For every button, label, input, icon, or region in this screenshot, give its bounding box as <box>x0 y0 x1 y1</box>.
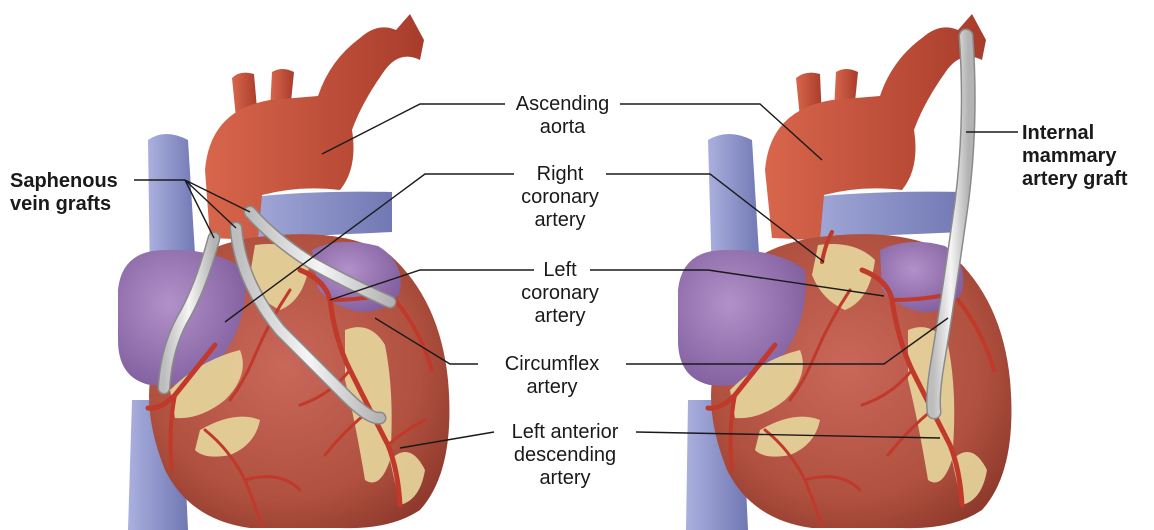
label-saphenous-vein-grafts: Saphenous vein grafts <box>10 170 135 216</box>
label-circumflex-artery: Circumflex artery <box>478 353 626 399</box>
label-internal-mammary-artery-graft: Internal mammary artery graft <box>1022 122 1150 191</box>
right-heart <box>678 14 1011 530</box>
label-left-coronary-artery: Left coronary artery <box>514 259 606 328</box>
left-heart <box>118 14 449 530</box>
label-right-coronary-artery: Right coronary artery <box>514 163 606 232</box>
label-left-anterior-descending-artery: Left anterior descending artery <box>494 421 636 490</box>
label-ascending-aorta: Ascending aorta <box>505 93 620 139</box>
